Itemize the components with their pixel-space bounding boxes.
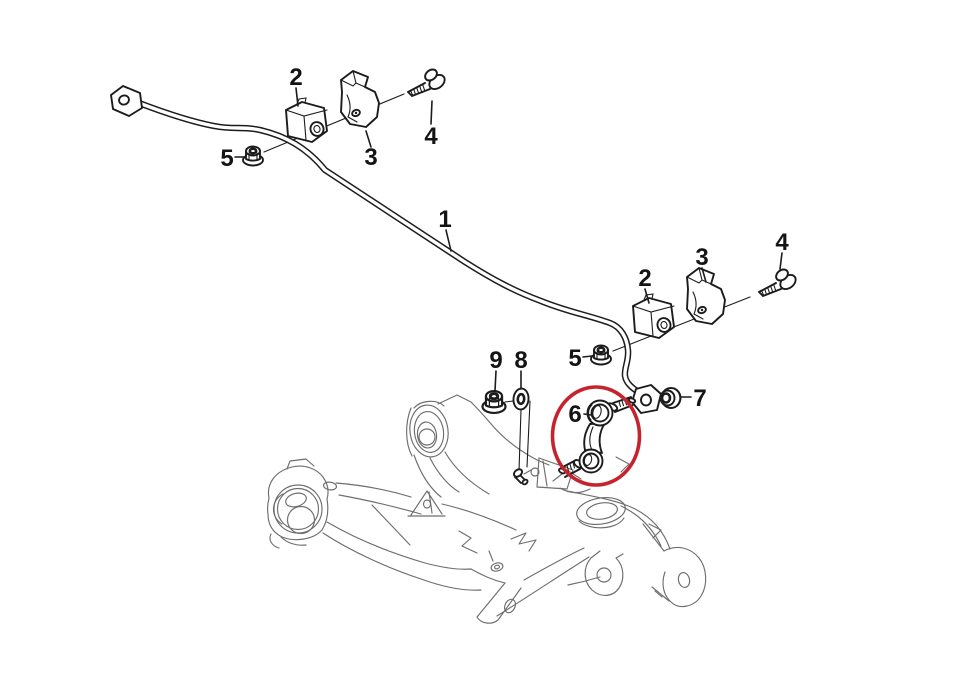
callout-9: 9 [489,347,502,374]
callout-8: 8 [514,347,527,374]
callout-2-right: 2 [638,265,651,292]
callout-5-left: 5 [220,145,233,172]
arm-bushing-left [273,484,323,534]
bracket-right [686,267,726,325]
bracket-hole [351,108,361,118]
arm-right-tab [662,546,707,608]
callout-6: 6 [568,401,581,428]
washer [512,387,530,411]
bracket-hole [697,305,707,315]
arm-oval-opening [576,497,626,525]
bracket-left [340,70,380,128]
arm-bushing-upper [409,404,449,458]
callout-1: 1 [438,206,451,233]
bar-eye-right [631,384,662,414]
bar-eye-left [110,85,143,117]
callout-leaders [234,87,783,416]
trailing-arm [267,394,707,624]
bushing-hole [309,121,325,137]
callout-7: 7 [693,385,706,412]
washer-leader [504,400,531,472]
nut-left [242,145,264,167]
callout-3-left: 3 [364,144,377,171]
callouts: 1 2 3 4 5 2 3 4 5 6 7 8 9 [220,64,789,428]
bolt-shank [758,282,782,297]
arm-lower-leg [476,582,522,624]
rubber-mounting-left [285,97,328,143]
bolt-shank [407,82,431,97]
callout-3-right: 3 [695,244,708,271]
callout-4-left: 4 [424,123,438,150]
bushing-hole [656,317,672,333]
nut-right [590,344,612,366]
callout-2-left: 2 [289,64,302,91]
bolt-right [758,268,797,297]
callout-4-right: 4 [775,229,789,256]
link-nut [659,387,682,409]
bolt-left [407,68,446,97]
link-body [583,422,606,454]
rubber-mounting-right [632,293,675,339]
arm-round-bracket [584,550,624,596]
highlight-circle [550,385,642,487]
arm-stud [512,468,529,486]
stud-nut [481,389,507,415]
callout-5-right: 5 [568,345,581,372]
